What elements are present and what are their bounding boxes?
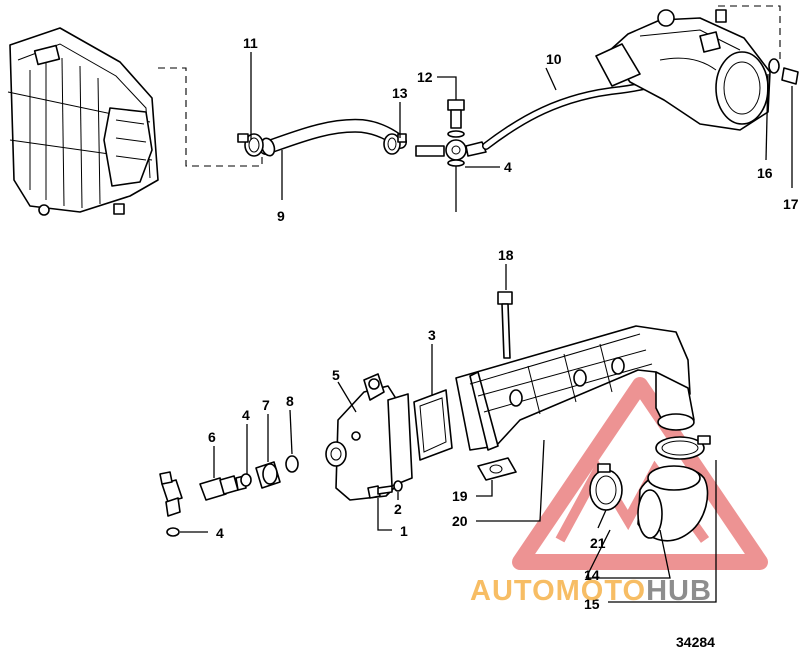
gasket-3 <box>413 389 453 461</box>
callout-4-fitting: 4 <box>504 159 512 175</box>
banjo-fitting <box>415 139 487 161</box>
fitting-7 <box>255 461 281 489</box>
callout-5: 5 <box>332 367 340 383</box>
svg-text:AUTOMOTOHUB: AUTOMOTOHUB <box>470 575 712 607</box>
watermark-word-moto: MOTO <box>556 575 646 607</box>
sealing-washer-lower <box>447 159 465 167</box>
leader-lines <box>180 52 793 603</box>
routing-dashed-line <box>158 67 263 167</box>
gasket-19 <box>477 457 517 481</box>
callout-9: 9 <box>277 208 285 224</box>
screw-1 <box>367 485 393 499</box>
o-ring-8 <box>285 455 299 473</box>
callout-15: 15 <box>584 596 600 612</box>
washer-2 <box>393 480 403 492</box>
elbow-hose-14 <box>637 465 709 542</box>
hose-clamp-15 <box>655 435 711 460</box>
washer-4-lower <box>166 527 180 537</box>
routing-dashed-line-right <box>718 5 781 62</box>
callout-21: 21 <box>590 535 606 551</box>
plug-17 <box>781 67 799 85</box>
callout-8: 8 <box>286 393 294 409</box>
watermark-word-hub: HUB <box>646 575 712 607</box>
callout-13: 13 <box>392 85 408 101</box>
temperature-sensor-6 <box>199 475 247 501</box>
watermark-triangle-icon <box>512 377 768 570</box>
callout-19: 19 <box>452 488 468 504</box>
callout-10: 10 <box>546 51 562 67</box>
callout-11: 11 <box>243 35 258 51</box>
hose-9 <box>259 118 407 157</box>
callout-2: 2 <box>394 501 402 517</box>
callout-20: 20 <box>452 513 468 529</box>
callout-6: 6 <box>208 429 216 445</box>
callout-3: 3 <box>428 327 436 343</box>
hose-clamp-13 <box>383 133 407 155</box>
hose-clamp-21 <box>589 463 623 511</box>
banjo-bolt-12 <box>447 99 465 129</box>
figure-number: 34284 <box>676 634 715 650</box>
callout-18: 18 <box>498 247 514 263</box>
washer-4-middle <box>240 473 252 487</box>
sealing-washer-upper <box>447 130 465 138</box>
callout-7: 7 <box>262 397 270 413</box>
callout-4-lower: 4 <box>216 525 224 541</box>
callout-numbers: 1 2 3 4 5 6 7 8 9 10 11 12 13 4 16 17 18… <box>208 35 799 612</box>
callout-16: 16 <box>757 165 773 181</box>
callout-12: 12 <box>417 69 433 85</box>
callout-14: 14 <box>584 567 600 583</box>
temperature-sender <box>159 471 183 517</box>
watermark-word-auto: AUTO <box>470 575 556 607</box>
bolt-18 <box>497 291 513 359</box>
callout-1: 1 <box>400 523 408 539</box>
callout-17: 17 <box>783 196 799 212</box>
pump-housing <box>595 9 771 131</box>
callout-4-sensor: 4 <box>242 407 250 423</box>
thermostat-housing-5 <box>325 373 413 501</box>
watermark-logo <box>512 377 768 570</box>
watermark-text: AUTOMOTOHUB <box>470 575 712 607</box>
washer-16 <box>768 58 780 74</box>
hose-clamp-11 <box>237 133 264 157</box>
coolant-reservoir-tank <box>7 27 159 216</box>
exhaust-manifold-20 <box>455 325 695 451</box>
